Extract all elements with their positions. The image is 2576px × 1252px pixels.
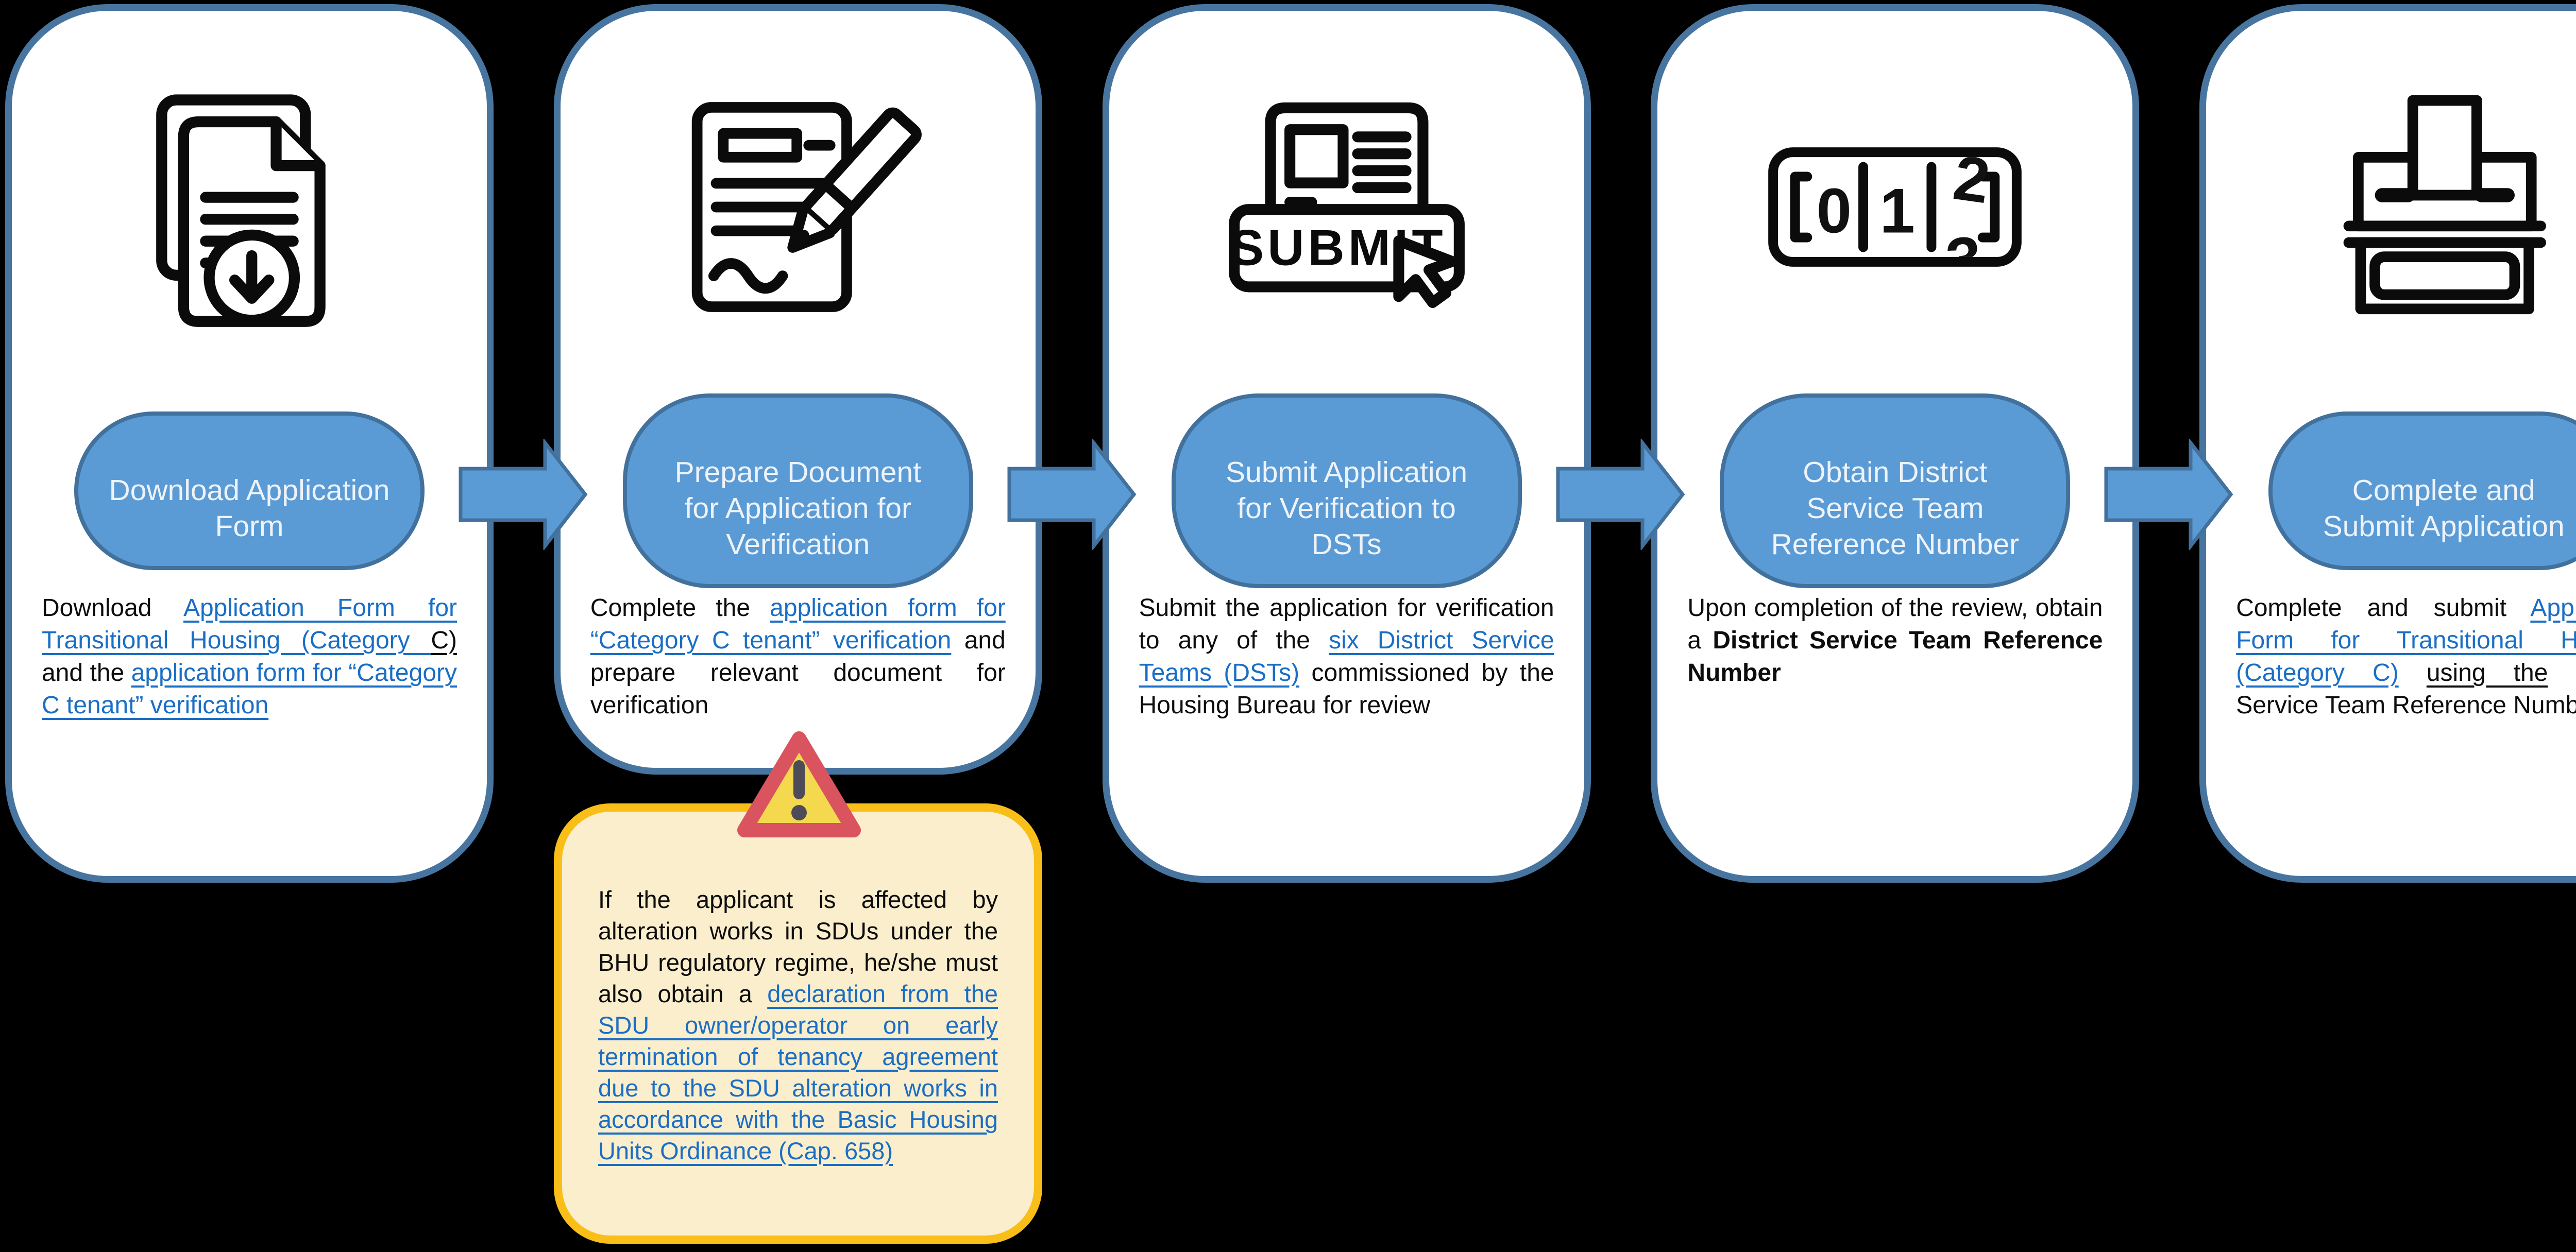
submit-button-icon: SUBMIT <box>1208 76 1486 338</box>
text-segment: and prepare relevant document for verifi… <box>590 627 1006 719</box>
hyperlink[interactable]: application form for “Category C tenant”… <box>42 659 457 719</box>
text-segment: using the <box>2426 659 2548 687</box>
step-title: Complete and Submit Application <box>2323 474 2565 543</box>
hyperlink[interactable]: Application Form for Transitional Housin… <box>42 594 457 654</box>
text-segment: District Service Team Reference Number <box>2236 659 2576 719</box>
steps-row: Download Application Form Download Appli… <box>0 4 2576 883</box>
step-title: Submit Application for Verification to D… <box>1226 456 1468 561</box>
callout-text: If the applicant is affected by alterati… <box>598 886 998 1164</box>
text-segment: District Service Team Reference Number <box>1687 627 2103 687</box>
step-title-pill: Prepare Document for Application for Ver… <box>622 393 973 589</box>
flow-arrow <box>1556 439 1685 550</box>
step-card-complete-submit: Complete and Submit Application Complete… <box>2199 4 2576 883</box>
step-title-pill: Submit Application for Verification to D… <box>1171 393 1522 589</box>
hyperlink[interactable]: application form for “Category C tenant”… <box>590 594 1006 654</box>
step-title-pill-wrap: Complete and Submit Application <box>2206 403 2576 578</box>
step-description: Complete and submit Application Form for… <box>2236 592 2576 722</box>
step-title-pill: Complete and Submit Application <box>2268 411 2576 571</box>
flow-arrow <box>459 439 588 550</box>
hyperlink[interactable]: six District Service Teams (DSTs) <box>1139 627 1554 687</box>
warning-icon <box>737 731 861 837</box>
step-description: Download Application Form for Transition… <box>42 592 457 722</box>
warning-callout: If the applicant is affected by alterati… <box>554 803 1042 1244</box>
step-title: Obtain District Service Team Reference N… <box>1771 456 2020 561</box>
text-segment: Upon completion of the review, obtain a <box>1687 594 2103 654</box>
text-segment: Submit the application for verification … <box>1139 594 1554 654</box>
text-segment: commissioned by the Housing Bureau for r… <box>1139 659 1554 719</box>
step-title-pill: Download Application Form <box>74 411 425 571</box>
step-card-download-form: Download Application Form Download Appli… <box>5 4 494 883</box>
text-segment: Complete the <box>590 594 770 622</box>
svg-text:3: 3 <box>1943 223 1985 277</box>
step-description: Submit the application for verification … <box>1139 592 1554 722</box>
text-segment: Download <box>42 594 183 622</box>
text-segment: and the <box>42 659 131 687</box>
step-card-obtain-reference-number: 0 1 2 3 Obtain District Service Team Ref… <box>1651 4 2140 883</box>
step-title: Download Application Form <box>109 474 390 543</box>
text-segment: C) <box>431 627 457 654</box>
step-title-pill: Obtain District Service Team Reference N… <box>1720 393 2071 589</box>
step-description: Complete the application form for “Categ… <box>590 592 1006 722</box>
step-title-pill-wrap: Prepare Document for Application for Ver… <box>561 393 1036 589</box>
flow-arrow <box>1007 439 1137 550</box>
svg-text:1: 1 <box>1880 176 1915 247</box>
hyperlink[interactable]: declaration from the SDU owner/operator … <box>598 980 998 1164</box>
step-title-pill-wrap: Obtain District Service Team Reference N… <box>1657 393 2132 589</box>
hyperlink[interactable]: Application Form for Transitional Housin… <box>2236 594 2576 687</box>
step-title-pill-wrap: Submit Application for Verification to D… <box>1109 393 1584 589</box>
step-card-prepare-document: Prepare Document for Application for Ver… <box>553 4 1042 775</box>
submission-box-icon <box>2310 76 2576 338</box>
download-form-icon <box>115 76 383 338</box>
counter-number-icon: 0 1 2 3 <box>1761 76 2029 338</box>
svg-text:0: 0 <box>1817 176 1852 247</box>
text-segment: If the applicant is affected by alterati… <box>598 886 998 1007</box>
prepare-document-icon <box>662 76 935 338</box>
text-segment <box>2399 659 2427 687</box>
step-description: Upon completion of the review, obtain a … <box>1687 592 2103 689</box>
flow-arrow <box>2104 439 2233 550</box>
step-title: Prepare Document for Application for Ver… <box>674 456 921 561</box>
step-card-submit-application: SUBMIT Submit Application for Verificati… <box>1102 4 1591 883</box>
text-segment: Complete and submit <box>2236 594 2531 622</box>
step-title-pill-wrap: Download Application Form <box>12 403 487 578</box>
